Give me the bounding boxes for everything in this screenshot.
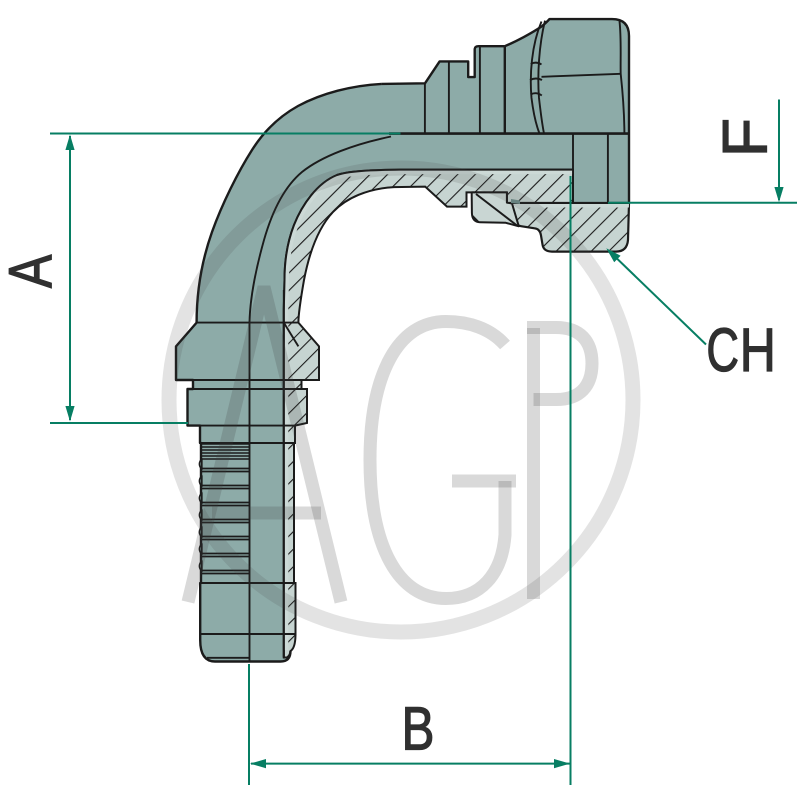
svg-text:C: C [706,316,739,384]
svg-text:A: A [0,254,65,288]
svg-text:B: B [402,695,435,763]
svg-text:H: H [740,316,776,384]
svg-text:F: F [710,118,780,157]
